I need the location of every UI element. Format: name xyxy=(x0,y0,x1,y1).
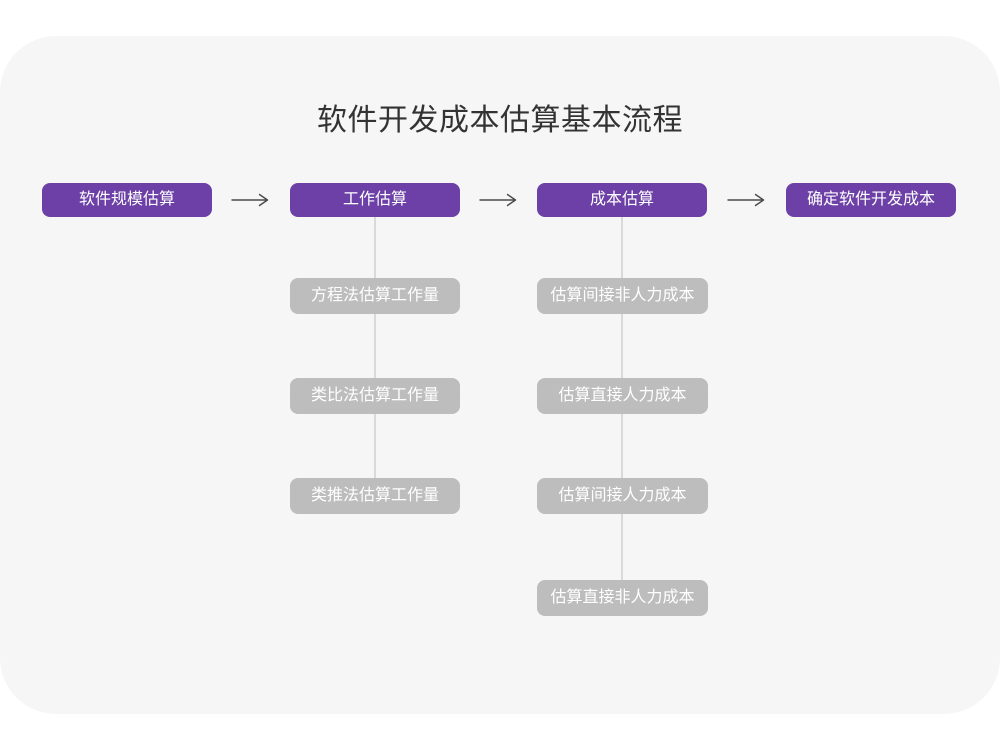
arrow-right-icon xyxy=(231,193,271,207)
diagram-canvas xyxy=(0,36,1000,714)
flow-node-work-estimation: 工作估算 xyxy=(290,183,460,217)
sub-node-indirect-non-labor-cost: 估算间接非人力成本 xyxy=(537,278,708,314)
sub-node-equation-method: 方程法估算工作量 xyxy=(290,278,460,314)
sub-node-direct-non-labor-cost: 估算直接非人力成本 xyxy=(537,580,708,616)
arrow-right-icon xyxy=(727,193,767,207)
flow-node-determine-development-cost: 确定软件开发成本 xyxy=(786,183,956,217)
sub-node-comparison-method: 类比法估算工作量 xyxy=(290,378,460,414)
flow-node-cost-estimation: 成本估算 xyxy=(537,183,707,217)
flow-node-software-scale-estimation: 软件规模估算 xyxy=(42,183,212,217)
connector-line xyxy=(374,217,376,497)
sub-node-direct-labor-cost: 估算直接人力成本 xyxy=(537,378,708,414)
page-title: 软件开发成本估算基本流程 xyxy=(317,104,683,137)
arrow-right-icon xyxy=(479,193,519,207)
sub-node-analogy-method: 类推法估算工作量 xyxy=(290,478,460,514)
sub-node-indirect-labor-cost: 估算间接人力成本 xyxy=(537,478,708,514)
